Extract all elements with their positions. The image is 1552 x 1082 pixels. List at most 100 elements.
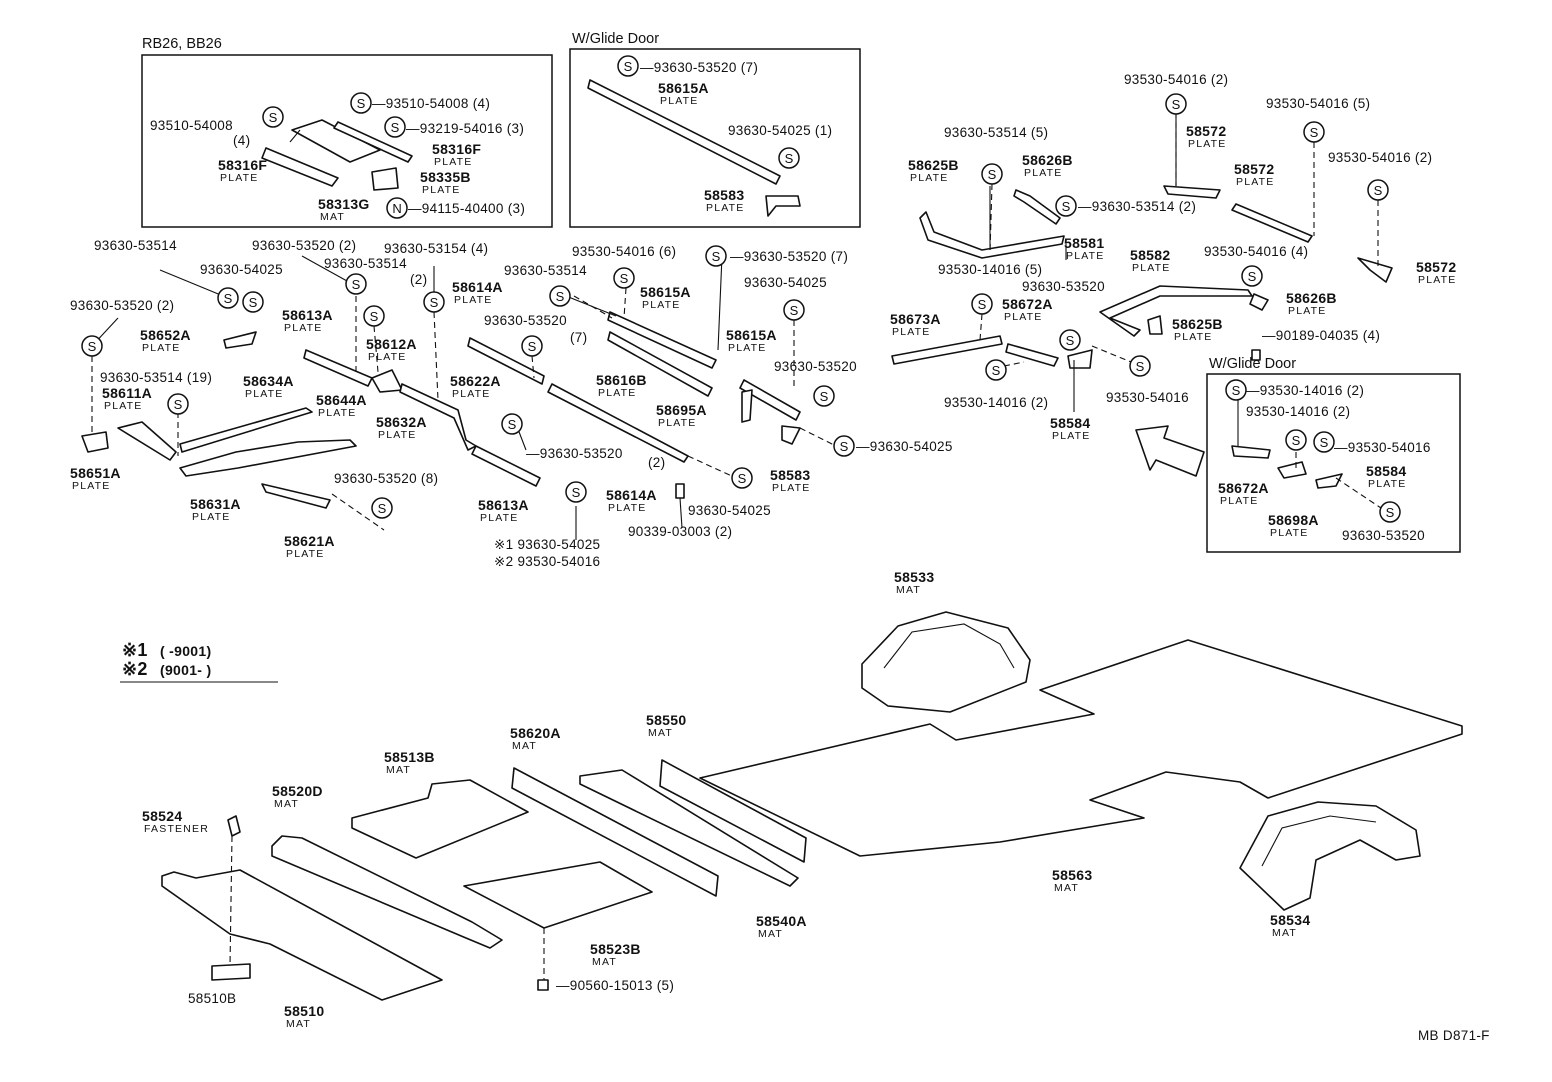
part-type-label: PLATE — [1024, 167, 1062, 179]
svg-text:S: S — [224, 291, 233, 306]
svg-text:S: S — [738, 471, 747, 486]
part-type-label: MAT — [648, 727, 673, 739]
screw-symbol-icon: S — [981, 163, 1003, 185]
note-1-range: ( -9001) — [160, 643, 211, 659]
part-type-label: PLATE — [658, 417, 696, 429]
part-number-label: 58520D — [272, 783, 323, 799]
part-number-label: 93630-54025 — [688, 503, 771, 518]
part-number-label: 93630-53520 (2) — [252, 238, 356, 253]
part-type-label: MAT — [320, 211, 345, 223]
part-number-label: 58540A — [756, 913, 807, 929]
part-type-label: PLATE — [772, 482, 810, 494]
part-type-label: PLATE — [1236, 176, 1274, 188]
part-number-label: 58313G — [318, 196, 370, 212]
part-number-label: (2) — [648, 455, 665, 470]
part-number-label: 58513B — [384, 749, 435, 765]
part-number-label: 58625B — [908, 157, 959, 173]
part-number-label: 58631A — [190, 496, 241, 512]
part-type-label: PLATE — [910, 172, 948, 184]
svg-text:S: S — [620, 271, 629, 286]
part-number-label: 58611A — [102, 385, 152, 401]
box-glide-door-top: W/Glide Door — [569, 31, 861, 228]
part-number-label: 58672A — [1218, 480, 1269, 496]
screw-symbol-icon: S — [1241, 265, 1263, 287]
svg-text:S: S — [1386, 505, 1395, 520]
screw-symbol-icon: S — [971, 293, 993, 315]
svg-text:S: S — [790, 303, 799, 318]
screw-symbol-icon: S — [833, 435, 855, 457]
note-2-range: (9001- ) — [160, 662, 211, 678]
screw-symbol-icon: S — [242, 291, 264, 313]
part-number-label: 58621A — [284, 533, 335, 549]
part-number-label: 93530-54016 (2) — [1328, 150, 1432, 165]
part-number-label: 58583 — [770, 467, 810, 483]
screw-symbol-icon: S — [1059, 329, 1081, 351]
part-number-label: 58510B — [188, 991, 236, 1006]
part-type-label: PLATE — [1418, 274, 1456, 286]
part-type-label: PLATE — [286, 548, 324, 560]
screw-symbol-icon: S — [731, 467, 753, 489]
diagram-code: MB D871-F — [1418, 1028, 1490, 1043]
note-1-mark: ※1 — [122, 640, 148, 660]
part-number-label: 58615A — [658, 80, 709, 96]
part-number-label: 93630-53520 (2) — [70, 298, 174, 313]
part-type-label: PLATE — [245, 388, 283, 400]
part-number-label: 58615A — [726, 327, 777, 343]
part-number-label: 90339-03003 (2) — [628, 524, 732, 539]
svg-text:S: S — [269, 110, 278, 125]
box-rb26: RB26, BB26 — [141, 36, 553, 228]
screw-symbol-icon: S — [813, 385, 835, 407]
part-type-label: PLATE — [728, 342, 766, 354]
part-number-label: 58572 — [1234, 161, 1274, 177]
part-number-label: 58613A — [478, 497, 529, 513]
part-type-label: PLATE — [1066, 250, 1104, 262]
part-number-label: ※2 93530-54016 — [494, 554, 600, 569]
part-number-label: 93530-14016 (2) — [944, 395, 1048, 410]
part-number-label: 58614A — [606, 487, 657, 503]
part-number-label: —93630-53520 (7) — [730, 249, 848, 264]
part-number-label: —93219-54016 (3) — [406, 121, 524, 136]
screw-symbol-icon: S — [1313, 431, 1335, 453]
part-number-label: 58316F — [218, 157, 267, 173]
part-number-label: 58644A — [316, 392, 367, 408]
part-number-label: 58612A — [366, 336, 417, 352]
screw-symbol-icon: S — [1055, 195, 1077, 217]
part-number-label: 58582 — [1130, 247, 1170, 263]
part-number-label: 58626B — [1022, 152, 1073, 168]
part-number-label: —93510-54008 (4) — [372, 96, 490, 111]
box-rb26-title: RB26, BB26 — [142, 36, 222, 52]
screw-symbol-icon: S — [1303, 121, 1325, 143]
part-number-label: 58581 — [1064, 235, 1104, 251]
screw-symbol-icon: S — [1165, 93, 1187, 115]
part-number-label: 58572 — [1186, 123, 1226, 139]
part-number-label: 58620A — [510, 725, 561, 741]
nut-symbol-icon: N — [386, 197, 408, 219]
part-type-label: PLATE — [452, 388, 490, 400]
screw-symbol-icon: S — [501, 413, 523, 435]
screw-symbol-icon: S — [423, 291, 445, 313]
part-type-label: PLATE — [422, 184, 460, 196]
screw-symbol-icon: S — [1367, 179, 1389, 201]
part-type-label: PLATE — [220, 172, 258, 184]
box-glide-door-top-title: W/Glide Door — [572, 31, 659, 47]
box-glide-door-right-title: W/Glide Door — [1209, 356, 1296, 372]
part-number-label: 93530-14016 (2) — [1246, 404, 1350, 419]
svg-text:S: S — [430, 295, 439, 310]
svg-text:S: S — [978, 297, 987, 312]
svg-text:S: S — [1172, 97, 1181, 112]
part-number-label: 93530-54016 (2) — [1124, 72, 1228, 87]
part-number-label: 58672A — [1002, 296, 1053, 312]
part-number-label: (2) — [410, 272, 427, 287]
part-type-label: PLATE — [1004, 311, 1042, 323]
screw-symbol-icon: S — [1129, 355, 1151, 377]
part-number-label: 93630-53514 — [504, 263, 587, 278]
part-type-label: MAT — [386, 764, 411, 776]
svg-text:S: S — [1248, 269, 1257, 284]
part-type-label: PLATE — [1174, 331, 1212, 343]
screw-symbol-icon: S — [371, 497, 393, 519]
part-number-label: 93630-53514 (5) — [944, 125, 1048, 140]
screw-symbol-icon: S — [217, 287, 239, 309]
part-number-label: 58534 — [1270, 912, 1310, 928]
part-number-label: —93630-53520 — [526, 446, 623, 461]
part-type-label: PLATE — [598, 387, 636, 399]
